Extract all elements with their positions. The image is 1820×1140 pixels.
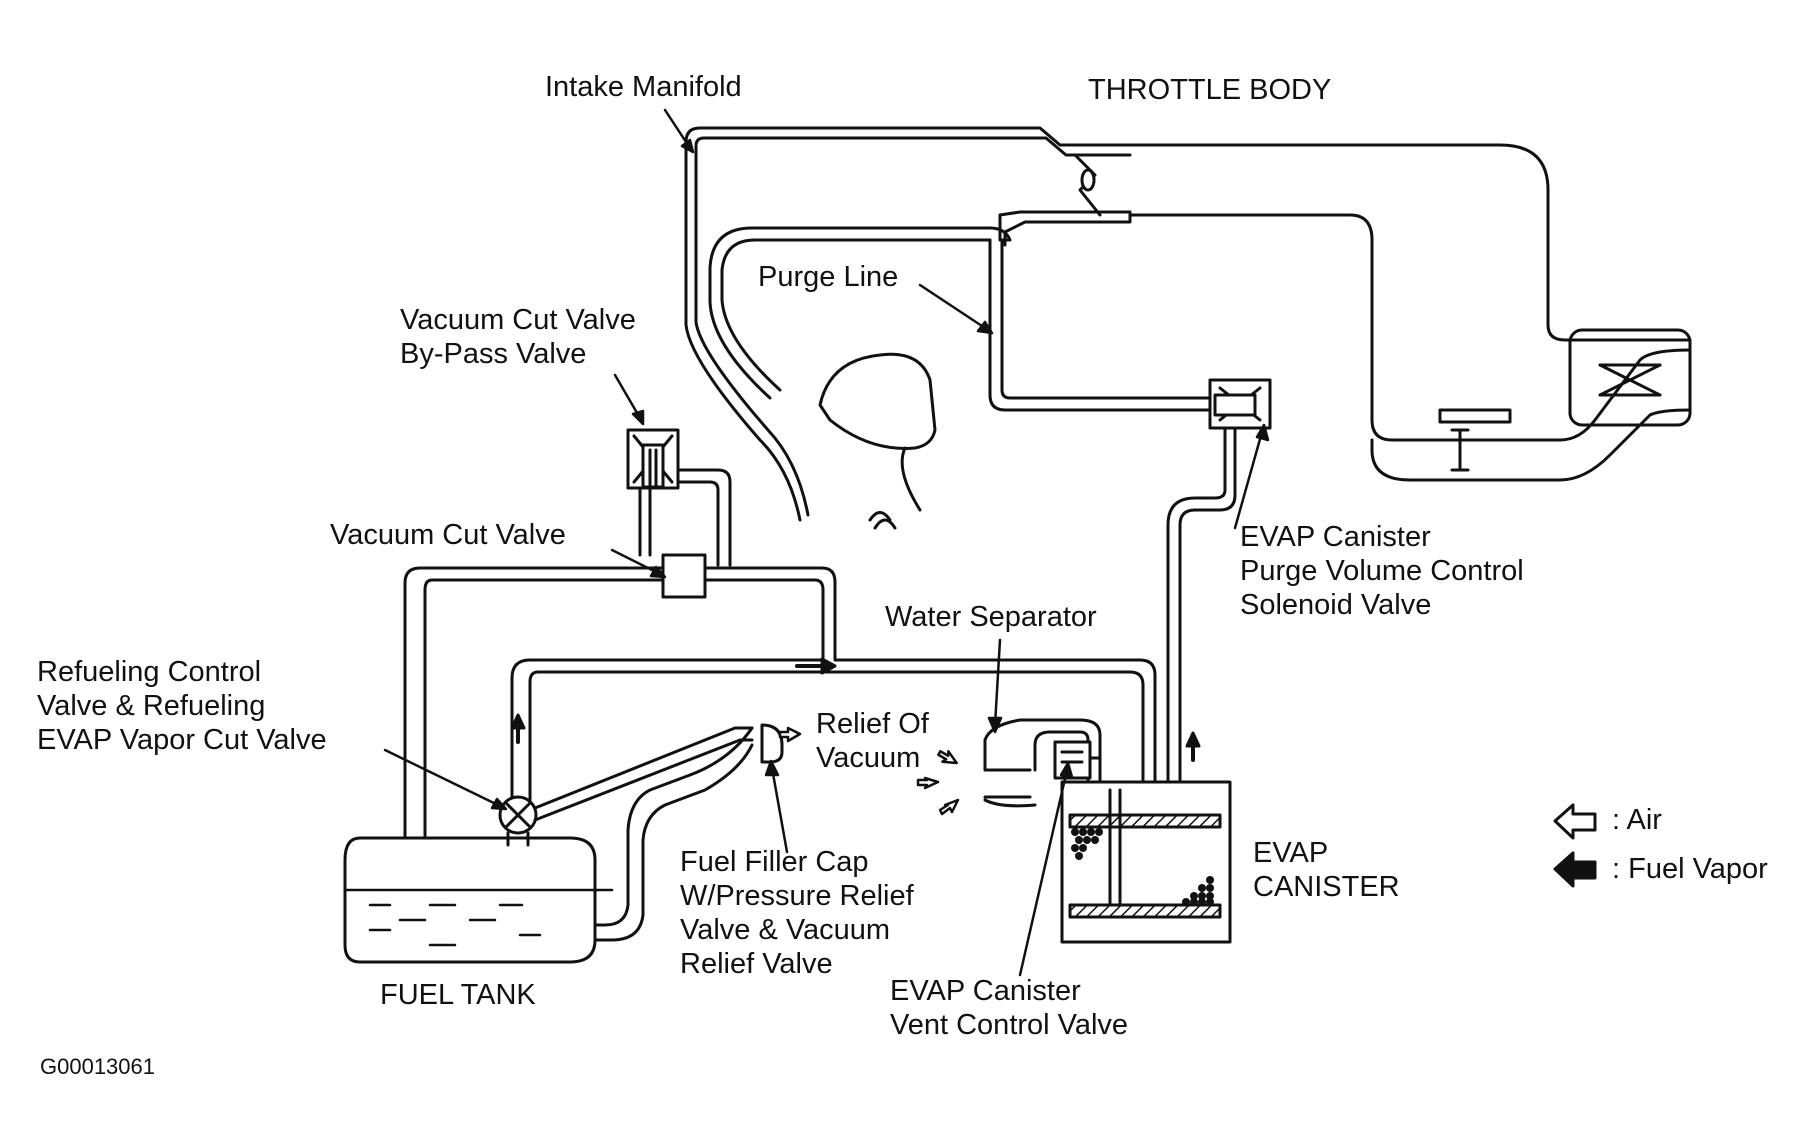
label-evap-purge-solenoid: EVAP Canister Purge Volume Control Solen…: [1240, 521, 1524, 621]
label-purge-line: Purge Line: [758, 261, 899, 293]
fuel-vapor-arrows: [510, 657, 1201, 762]
vapor-lines: [403, 566, 1157, 840]
purge-solenoid-valve: [1166, 378, 1272, 782]
label-intake-manifold: Intake Manifold: [545, 71, 742, 103]
label-fuel-filler-cap: Fuel Filler Cap W/Pressure Relief Valve …: [680, 846, 914, 980]
figure-id: G00013061: [40, 1054, 155, 1079]
vent-control-valve: [1053, 740, 1102, 780]
label-vacuum-cut-bypass-valve: Vacuum Cut Valve By-Pass Valve: [400, 304, 636, 370]
vacuum-cut-valve: [661, 553, 707, 599]
throttle-body: [998, 153, 1132, 247]
intake-manifold: [684, 126, 1692, 522]
label-vacuum-cut-valve: Vacuum Cut Valve: [330, 519, 566, 551]
leader-lines: [383, 108, 1270, 977]
label-fuel-tank: FUEL TANK: [380, 979, 536, 1011]
refueling-control-valve: [498, 795, 538, 847]
fuel-vapor-legend-icon: [1553, 851, 1597, 888]
label-evap-canister: EVAP CANISTER: [1253, 837, 1400, 903]
air-legend-icon: [1553, 803, 1597, 840]
evap-canister: [1060, 780, 1232, 944]
air-arrows: [778, 726, 960, 816]
filler-neck: [533, 726, 754, 942]
label-water-separator: Water Separator: [885, 601, 1097, 633]
label-throttle-body: THROTTLE BODY: [1088, 74, 1332, 106]
purge-line: [708, 226, 1212, 412]
fuel-filler-cap: [760, 723, 784, 764]
fuel-tank: [343, 836, 614, 964]
label-evap-vent-control-valve: EVAP Canister Vent Control Valve: [890, 975, 1129, 1041]
label-refueling-control-valve: Refueling Control Valve & Refueling EVAP…: [37, 656, 327, 756]
label-relief-of-vacuum: Relief Of Vacuum: [816, 708, 929, 774]
legend-arrows: [1553, 803, 1597, 888]
vacuum-cut-bypass-valve: [626, 428, 732, 567]
legend-air-label: : Air: [1612, 804, 1662, 836]
legend-fuel-vapor-label: : Fuel Vapor: [1612, 853, 1768, 885]
engine-head: [818, 352, 937, 530]
water-separator: [983, 718, 1102, 808]
